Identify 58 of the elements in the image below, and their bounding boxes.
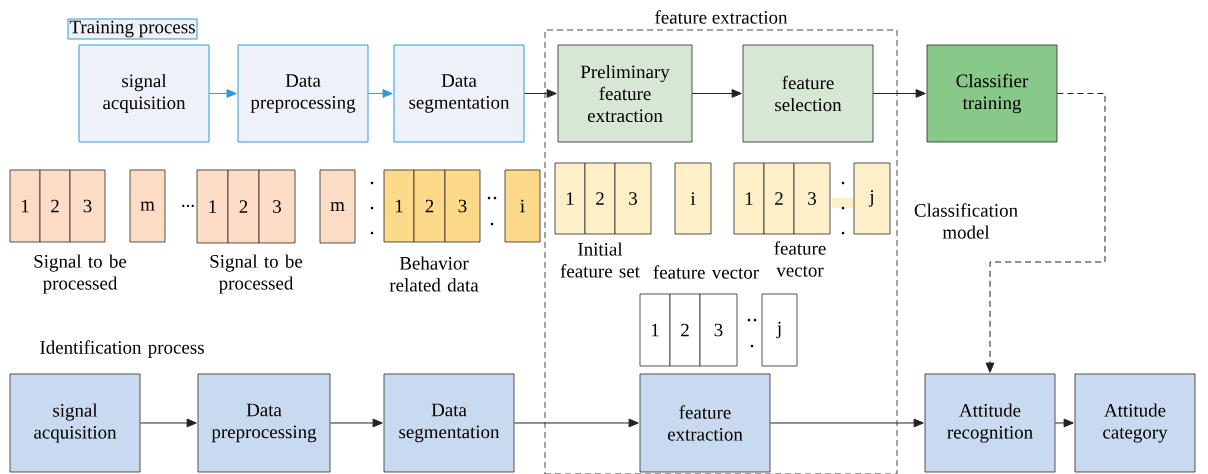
data-cell: 2 [584, 162, 616, 235]
data-cell: 3 [69, 169, 106, 243]
data-cell: 1 [383, 169, 415, 243]
arrow [769, 418, 924, 428]
process-box: Classifier training [926, 44, 1058, 143]
process-box: Data segmentation [393, 44, 525, 143]
arrow [209, 89, 237, 98]
data-cell: 3 [614, 162, 652, 235]
arrow [872, 89, 926, 98]
process-box: Preliminary feature extraction [557, 44, 693, 143]
process-box: signal acquisition [78, 44, 210, 143]
data-cell: 2 [763, 162, 795, 235]
caption-text: Signal to be processed [34, 254, 127, 294]
caption-text: Initial feature set [560, 242, 640, 278]
arrow [985, 93, 1106, 373]
title-box: Training process [67, 18, 198, 40]
process-box: Attitude recognition [924, 373, 1056, 473]
data-cell: m [319, 169, 356, 244]
process-box: signal acquisition [9, 373, 141, 473]
process-box: feature selection [742, 44, 874, 143]
data-cell: 1 [639, 293, 671, 367]
arrow [1054, 418, 1074, 428]
arrow [524, 89, 557, 98]
caption-text: Classification model [914, 203, 1018, 239]
data-cell: j [761, 293, 798, 367]
data-cell: 1 [733, 162, 765, 235]
data-cell: 3 [444, 169, 481, 243]
data-cell: 2 [413, 169, 446, 243]
process-box: Data segmentation [383, 373, 515, 473]
data-cell: 3 [793, 162, 831, 235]
data-cell: 3 [699, 293, 738, 367]
caption-text: Signal to be processed [210, 254, 303, 294]
arrow [513, 418, 639, 428]
arrow [139, 418, 197, 428]
data-cell: i [504, 169, 541, 243]
arrow [368, 89, 393, 98]
caption-text: feature vector [774, 241, 826, 277]
data-cell: 3 [258, 169, 296, 244]
data-cell: 1 [196, 169, 229, 244]
caption-text: ... [182, 204, 194, 208]
data-cell: m [129, 169, 166, 243]
data-cell: 2 [227, 169, 260, 244]
caption-text: Identification process [40, 340, 204, 358]
data-cell: 2 [669, 293, 701, 367]
process-box: feature extraction [639, 373, 771, 473]
caption-text: feature vector [653, 265, 759, 279]
process-box: Attitude category [1074, 373, 1196, 473]
process-box: Data preprocessing [237, 44, 369, 143]
node-label: feature extraction [655, 10, 788, 24]
data-cell: j [853, 162, 891, 235]
data-cell: 2 [39, 169, 71, 243]
data-cell: 1 [554, 162, 586, 235]
process-box: Data preprocessing [197, 373, 331, 473]
data-cell: i [674, 162, 712, 235]
caption-text: Behavior related data [389, 256, 479, 292]
arrow [691, 89, 742, 98]
arrow [329, 418, 383, 428]
data-cell: 1 [9, 169, 41, 243]
